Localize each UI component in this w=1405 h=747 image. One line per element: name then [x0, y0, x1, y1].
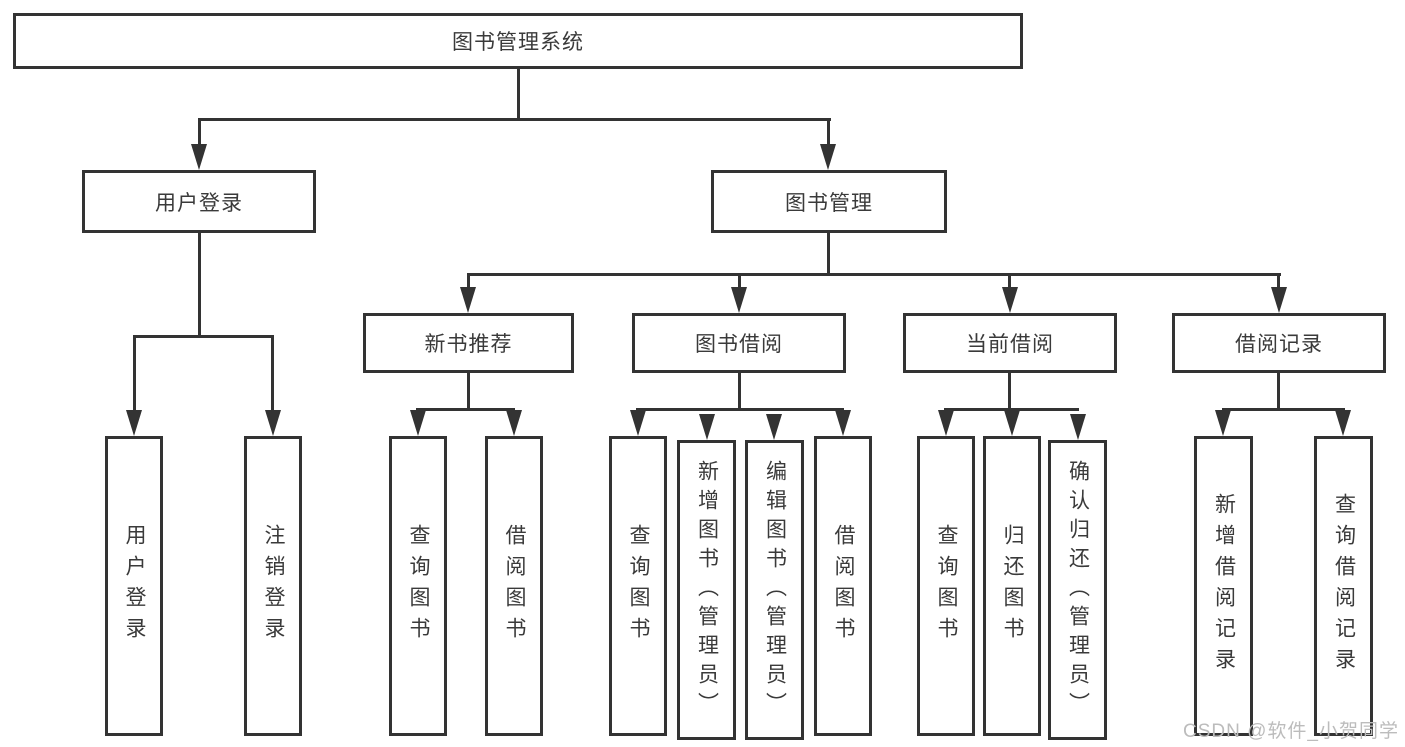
leaf-label: 查询图书 [407, 524, 430, 648]
arrow-down-icon [460, 287, 476, 313]
connector-mgmt-split [467, 273, 1281, 276]
connector-drop-user [198, 118, 201, 148]
arrow-down-icon [731, 287, 747, 313]
arrow-down-icon [766, 414, 782, 440]
arrow-down-icon [126, 410, 142, 436]
arrow-down-icon [1335, 410, 1351, 436]
arrow-down-icon [506, 410, 522, 436]
node-user-login-label: 用户登录 [155, 191, 243, 215]
leaf-label: 确认归还（管理员） [1066, 459, 1090, 721]
connector-drop [1277, 273, 1280, 293]
node-borrow-records-label: 借阅记录 [1235, 333, 1323, 356]
leaf-query-book-1: 查询图书 [389, 436, 447, 736]
connector-drop [467, 273, 470, 293]
node-user-login: 用户登录 [82, 170, 316, 233]
leaf-label: 新增借阅记录 [1212, 493, 1236, 679]
node-current-borrow-label: 当前借阅 [966, 333, 1054, 356]
connector-drop [738, 273, 741, 293]
leaf-label: 借阅图书 [832, 524, 855, 648]
arrow-down-icon [1004, 410, 1020, 436]
node-borrow-records: 借阅记录 [1172, 313, 1386, 373]
arrow-down-icon [410, 410, 426, 436]
arrow-down-icon [835, 410, 851, 436]
leaf-label: 查询图书 [935, 524, 958, 648]
arrow-down-icon [1070, 414, 1086, 440]
leaf-label: 新增图书（管理员） [695, 459, 719, 721]
arrow-down-icon [820, 144, 836, 170]
connector-group-stem [467, 373, 470, 410]
connector-root-stem [517, 69, 520, 121]
leaf-label: 查询借阅记录 [1332, 493, 1356, 679]
leaf-label: 用户登录 [123, 524, 146, 648]
leaf-return-book: 归还图书 [983, 436, 1041, 736]
node-book-borrow-label: 图书借阅 [695, 333, 783, 356]
connector-group-stem [738, 373, 741, 410]
node-root-label: 图书管理系统 [452, 31, 584, 54]
connector-mgmt-stem [827, 233, 830, 276]
leaf-query-book-3: 查询图书 [917, 436, 975, 736]
node-current-borrow: 当前借阅 [903, 313, 1117, 373]
arrow-down-icon [265, 410, 281, 436]
leaf-borrow-book-1: 借阅图书 [485, 436, 543, 736]
connector-drop-mgmt [827, 118, 830, 148]
leaf-confirm-return-admin: 确认归还（管理员） [1048, 440, 1107, 740]
connector-group-split [944, 408, 1079, 411]
node-book-mgmt-label: 图书管理 [785, 191, 873, 215]
leaf-label: 归还图书 [1001, 524, 1024, 648]
connector-drop [271, 335, 274, 415]
arrow-down-icon [938, 410, 954, 436]
arrow-down-icon [1215, 410, 1231, 436]
node-root: 图书管理系统 [13, 13, 1023, 69]
node-book-mgmt: 图书管理 [711, 170, 947, 233]
connector-drop [1008, 273, 1011, 293]
leaf-query-borrow-record: 查询借阅记录 [1314, 436, 1373, 736]
connector-group-split [416, 408, 515, 411]
arrow-down-icon [1002, 287, 1018, 313]
connector-group-split [636, 408, 844, 411]
leaf-edit-book-admin: 编辑图书（管理员） [745, 440, 804, 740]
node-book-borrow: 图书借阅 [632, 313, 846, 373]
leaf-user-login: 用户登录 [105, 436, 163, 736]
node-new-book-rec-label: 新书推荐 [424, 333, 513, 356]
leaf-label: 查询图书 [627, 524, 650, 648]
leaf-logout: 注销登录 [244, 436, 302, 736]
connector-group-split [1222, 408, 1345, 411]
leaf-query-book-2: 查询图书 [609, 436, 667, 736]
connector-root-split [198, 118, 831, 121]
leaf-label: 编辑图书（管理员） [763, 459, 787, 721]
connector-group-stem [1277, 373, 1280, 410]
leaf-add-borrow-record: 新增借阅记录 [1194, 436, 1253, 736]
node-new-book-rec: 新书推荐 [363, 313, 574, 373]
connector-user-split [133, 335, 274, 338]
arrow-down-icon [1271, 287, 1287, 313]
csdn-watermark: CSDN @软件_小贺同学 [1183, 721, 1399, 742]
leaf-borrow-book-2: 借阅图书 [814, 436, 872, 736]
leaf-label: 注销登录 [262, 524, 285, 648]
connector-user-stem [198, 233, 201, 338]
connector-group-stem [1008, 373, 1011, 410]
arrow-down-icon [699, 414, 715, 440]
leaf-label: 借阅图书 [503, 524, 526, 648]
connector-drop [133, 335, 136, 415]
leaf-add-book-admin: 新增图书（管理员） [677, 440, 736, 740]
arrow-down-icon [630, 410, 646, 436]
arrow-down-icon [191, 144, 207, 170]
